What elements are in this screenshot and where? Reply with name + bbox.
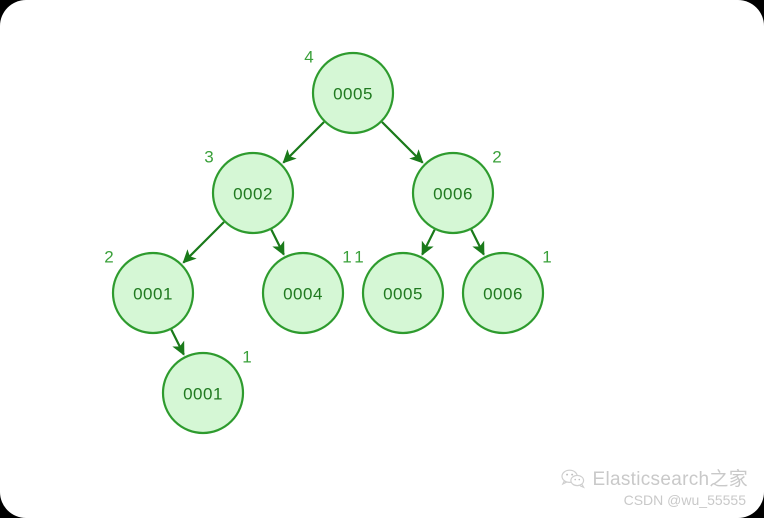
tree-edge	[182, 221, 225, 264]
tree-node-count: 4	[304, 48, 313, 67]
tree-node-circle[interactable]	[111, 251, 195, 335]
tree-node-count: 1	[542, 248, 551, 267]
tree-node[interactable]: 0002 3	[204, 148, 295, 235]
tree-node[interactable]: 0004 1	[261, 248, 352, 335]
tree-node-count: 1	[354, 248, 363, 267]
wechat-logo-icon	[560, 469, 585, 489]
tree-node-circle[interactable]	[411, 151, 495, 235]
tree-node-circle[interactable]	[161, 351, 245, 435]
tree-node-value: 0004	[283, 285, 323, 304]
tree-node-count: 1	[342, 248, 351, 267]
watermark-title: Elasticsearch之家	[592, 469, 748, 490]
tree-node-circle[interactable]	[311, 51, 395, 135]
watermark: Elasticsearch之家 CSDN @wu_55555	[560, 464, 749, 508]
tree-node[interactable]: 0005 4	[304, 48, 395, 135]
edges-layer	[170, 121, 485, 356]
tree-node-circle[interactable]	[211, 151, 295, 235]
tree-node-count: 2	[104, 248, 113, 267]
tree-node-count: 3	[204, 148, 213, 167]
tree-edge	[470, 229, 485, 256]
tree-node-value: 0005	[333, 85, 373, 104]
tree-node[interactable]: 0006 2	[411, 148, 502, 235]
tree-node-value: 0001	[133, 285, 173, 304]
tree-node-circle[interactable]	[361, 251, 445, 335]
tree-node-value: 0005	[383, 285, 423, 304]
tree-node-value: 0001	[183, 385, 223, 404]
tree-edge	[421, 229, 436, 256]
tree-node-count: 2	[492, 148, 501, 167]
tree-edge	[282, 121, 325, 164]
nodes-layer: 0005 4 0002 3 0006 2 0001 2 0004 1 0005 1 0006 1 0001 1	[104, 48, 552, 435]
tree-node-circle[interactable]	[461, 251, 545, 335]
watermark-row: Elasticsearch之家	[560, 464, 749, 491]
tree-edge	[270, 229, 285, 256]
tree-node-value: 0002	[233, 185, 273, 204]
tree-node-count: 1	[242, 348, 251, 367]
tree-node[interactable]: 0006 1	[461, 248, 552, 335]
watermark-subtitle: CSDN @wu_55555	[623, 492, 746, 508]
tree-node[interactable]: 0001 2	[104, 248, 195, 335]
tree-edge	[381, 121, 424, 164]
tree-node-circle[interactable]	[261, 251, 345, 335]
tree-node[interactable]: 0005 1	[354, 248, 445, 335]
tree-node[interactable]: 0001 1	[161, 348, 252, 435]
tree-edge	[170, 329, 185, 356]
tree-node-value: 0006	[483, 285, 523, 304]
tree-node-value: 0006	[433, 185, 473, 204]
